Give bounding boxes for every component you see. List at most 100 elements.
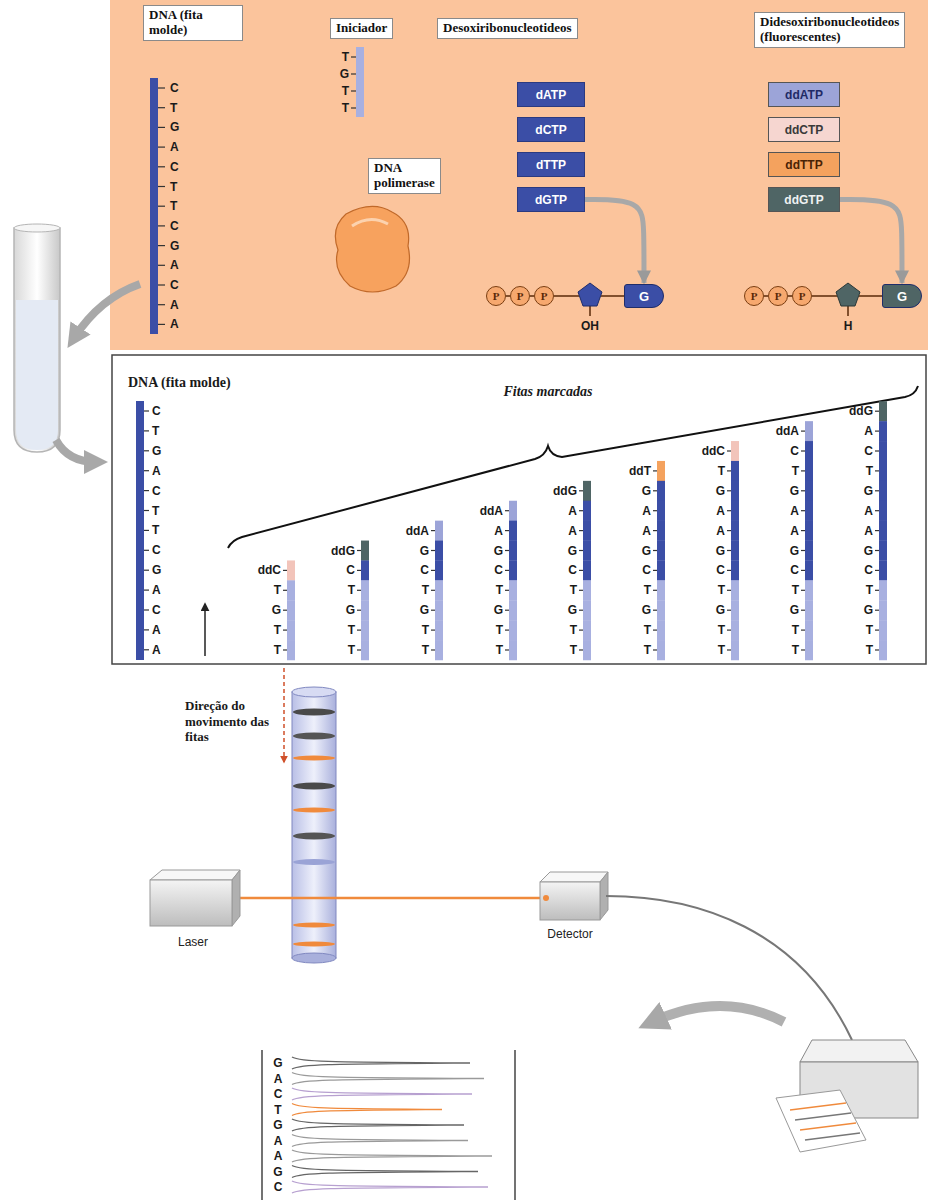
base-tick bbox=[158, 107, 165, 108]
base-letter: C bbox=[494, 563, 503, 577]
base-letter: ddA bbox=[776, 424, 799, 438]
base-letter: A bbox=[790, 504, 799, 518]
base-tick bbox=[357, 550, 361, 551]
base-letter: G bbox=[716, 603, 725, 617]
strand-segment bbox=[879, 481, 887, 501]
base-letter: A bbox=[494, 524, 503, 538]
base-tick bbox=[158, 225, 165, 226]
base-letter: T bbox=[718, 623, 725, 637]
base-tick bbox=[431, 530, 435, 531]
node-text: G bbox=[639, 289, 649, 304]
base-tick bbox=[283, 610, 287, 611]
node-text: DNA polimerase bbox=[374, 161, 435, 191]
base-tick bbox=[875, 649, 879, 650]
base-tick bbox=[505, 510, 509, 511]
base-letter: T bbox=[866, 623, 873, 637]
strand-segment bbox=[509, 620, 517, 640]
strand-segment bbox=[509, 521, 517, 541]
sequence-letter: G bbox=[273, 1056, 282, 1070]
base-letter: T bbox=[348, 623, 355, 637]
base-tick bbox=[653, 649, 657, 650]
base-tick bbox=[875, 570, 879, 571]
base-tick bbox=[579, 510, 583, 511]
phosphate-circle: P bbox=[486, 286, 506, 306]
chromatogram-peak bbox=[292, 1073, 484, 1085]
chromatogram-peak bbox=[292, 1135, 468, 1147]
strand-segment bbox=[657, 541, 665, 561]
base-tick bbox=[801, 570, 805, 571]
panel-heading: DNA (fita molde) bbox=[128, 375, 231, 391]
node-text: P bbox=[493, 290, 500, 302]
base-letter: ddC bbox=[258, 563, 281, 577]
dntp-box: dATP bbox=[517, 82, 585, 107]
chromatogram-peak bbox=[292, 1166, 478, 1178]
base-tick bbox=[158, 166, 165, 167]
base-tick bbox=[653, 629, 657, 630]
base-letter: A bbox=[152, 623, 161, 637]
strand-segment bbox=[879, 441, 887, 461]
base-letter: T bbox=[866, 643, 873, 657]
base-tick bbox=[158, 284, 165, 285]
base-letter: ddC bbox=[702, 444, 725, 458]
base-tick bbox=[875, 470, 879, 471]
strand-segment bbox=[435, 560, 443, 580]
test-tube bbox=[16, 300, 58, 450]
chromatogram-peak bbox=[292, 1150, 492, 1162]
strand-segment bbox=[287, 620, 295, 640]
dntp-box: dCTP bbox=[517, 117, 585, 142]
base-tick bbox=[158, 127, 165, 128]
base-tick bbox=[653, 590, 657, 591]
phosphate-circle: P bbox=[510, 286, 530, 306]
capillary-column bbox=[293, 808, 335, 813]
conversion-arrow bbox=[585, 200, 644, 284]
base-letter: A bbox=[864, 424, 873, 438]
base-tick bbox=[351, 107, 356, 108]
base-letter: T bbox=[496, 623, 503, 637]
base-tick bbox=[357, 590, 361, 591]
strand-segment bbox=[657, 600, 665, 620]
test-tube bbox=[14, 224, 60, 452]
base-letter: T bbox=[718, 464, 725, 478]
base-tick bbox=[431, 550, 435, 551]
device-label: Laser bbox=[176, 934, 210, 950]
sequence-letter: C bbox=[274, 1087, 283, 1101]
nucleotide-bond bbox=[812, 295, 837, 297]
laser-device bbox=[232, 870, 240, 926]
strand-segment bbox=[435, 541, 443, 561]
strand-segment bbox=[361, 541, 369, 561]
strand-segment bbox=[731, 461, 739, 481]
base-tick bbox=[653, 510, 657, 511]
strand-segment bbox=[731, 481, 739, 501]
base-letter: T bbox=[274, 643, 281, 657]
base-letter: C bbox=[864, 444, 873, 458]
base-tick bbox=[875, 510, 879, 511]
base-letter: T bbox=[496, 643, 503, 657]
base-letter: T bbox=[422, 583, 429, 597]
node-text: Iniciador bbox=[336, 21, 387, 36]
base-letter: G bbox=[864, 603, 873, 617]
strand-segment bbox=[879, 541, 887, 561]
base-letter: T bbox=[718, 643, 725, 657]
capillary-column bbox=[293, 783, 335, 790]
strand-segment bbox=[731, 441, 739, 461]
node-text: dCTP bbox=[535, 123, 566, 137]
base-letter: C bbox=[790, 444, 799, 458]
node-text: DNA (fita molde) bbox=[149, 8, 237, 38]
base-tick bbox=[158, 147, 165, 148]
base-tick bbox=[283, 629, 287, 630]
base-letter: A bbox=[568, 504, 577, 518]
base-tick bbox=[875, 450, 879, 451]
node-text: Laser bbox=[178, 935, 208, 949]
strand-segment bbox=[509, 501, 517, 521]
strand-segment bbox=[805, 541, 813, 561]
printer bbox=[776, 1090, 866, 1152]
base-tick bbox=[801, 470, 805, 471]
base-tick bbox=[144, 649, 149, 650]
base-letter: C bbox=[170, 160, 179, 174]
base-tick bbox=[505, 629, 509, 630]
base-letter: C bbox=[568, 563, 577, 577]
test-tube bbox=[14, 228, 60, 452]
nucleotide-bond bbox=[554, 295, 579, 297]
base-letter: T bbox=[170, 101, 177, 115]
strand-segment bbox=[879, 461, 887, 481]
